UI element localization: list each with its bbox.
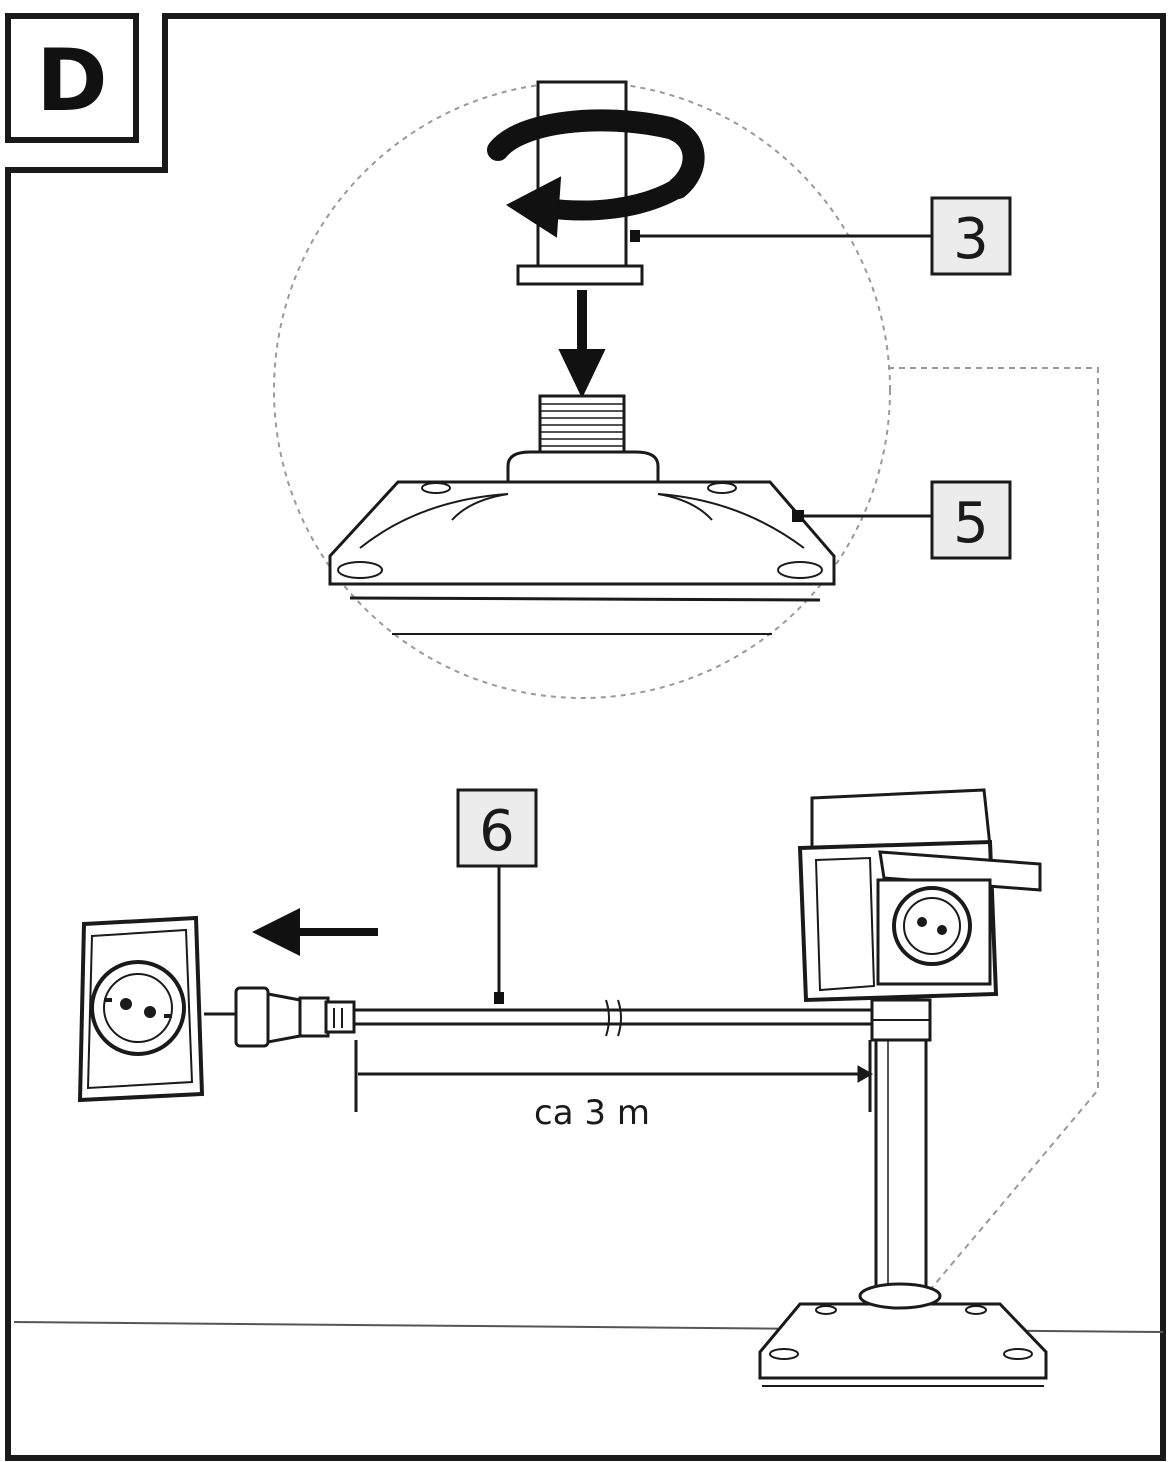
arrow-left-icon [252, 908, 378, 956]
base-plate-detail [328, 480, 836, 586]
socket-post [758, 998, 1048, 1387]
callout-part-6-label: 6 [479, 799, 515, 864]
wall-socket [77, 915, 205, 1103]
detail-contents [328, 80, 932, 635]
callout-part-6: 6 [456, 788, 538, 868]
callout-part-5: 5 [930, 480, 1012, 560]
step-letter: D [36, 31, 107, 131]
arrow-down-icon [558, 290, 606, 399]
dimension-line [354, 1040, 874, 1112]
pole-collar [516, 264, 644, 286]
cable [354, 866, 880, 1037]
callout-part-5-label: 5 [953, 491, 989, 556]
callout-part-3: 3 [930, 196, 1012, 276]
callout-part-3-label: 3 [953, 207, 989, 272]
outdoor-socket-housing [797, 788, 1042, 1003]
rotate-counterclockwise-arrow-icon [487, 109, 705, 238]
panel-frame [5, 13, 1166, 1461]
step-label: D [5, 13, 139, 143]
cable-length-label: ca 3 m [534, 1093, 650, 1133]
power-plug [204, 986, 356, 1048]
